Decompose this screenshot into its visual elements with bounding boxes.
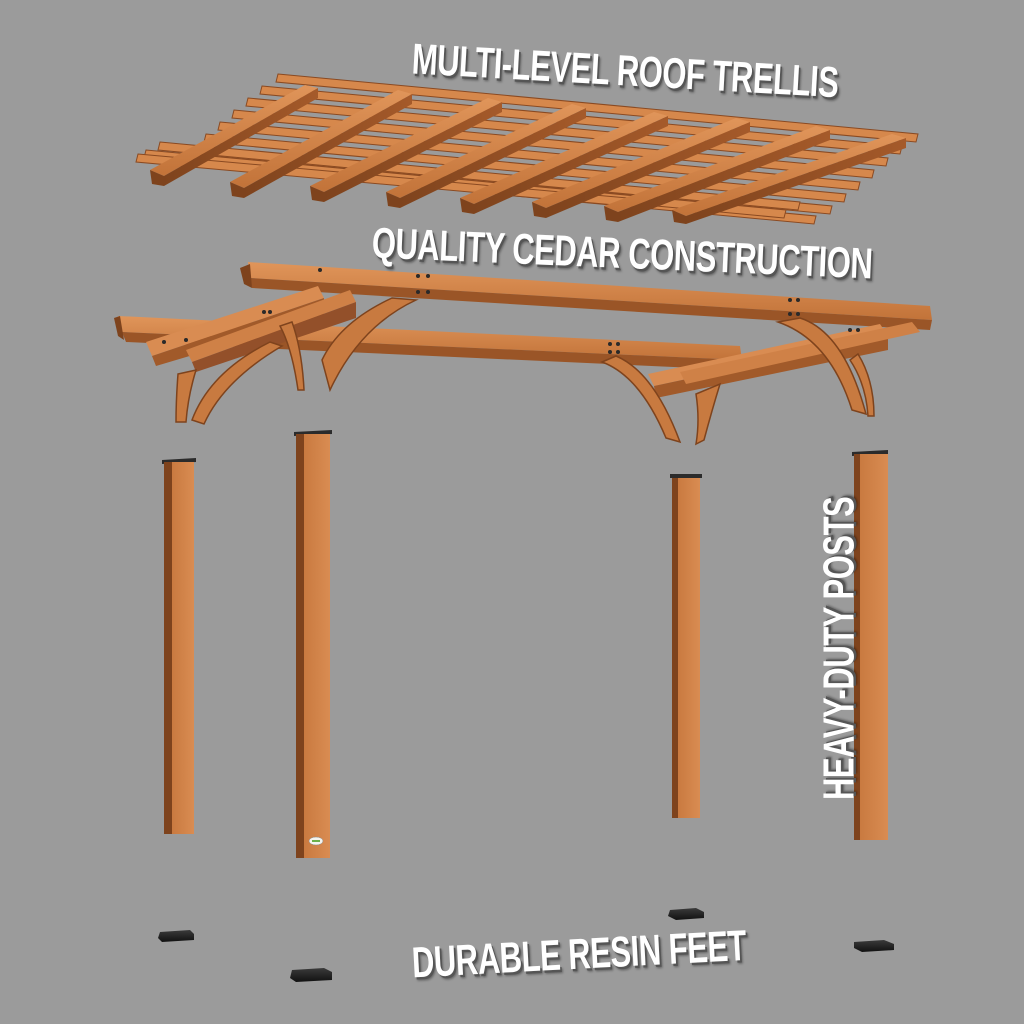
post-4	[852, 450, 888, 840]
bolts	[162, 268, 860, 354]
resin-foot-2	[290, 968, 332, 982]
left-cross-beam	[146, 286, 324, 356]
frame-beams	[114, 262, 932, 446]
post-1	[162, 458, 196, 834]
callout-heavy-duty-posts: HEAVY-DUTY POSTS	[814, 496, 864, 800]
trellis-rafters	[150, 85, 906, 224]
resin-foot-3	[668, 908, 704, 920]
resin-foot-4	[854, 940, 894, 952]
resin-feet	[158, 908, 894, 982]
posts	[162, 430, 888, 858]
resin-foot-1	[158, 930, 194, 942]
post-3	[670, 474, 702, 818]
brackets	[175, 297, 875, 446]
roof-trellis	[135, 73, 919, 225]
post-2	[294, 430, 332, 858]
